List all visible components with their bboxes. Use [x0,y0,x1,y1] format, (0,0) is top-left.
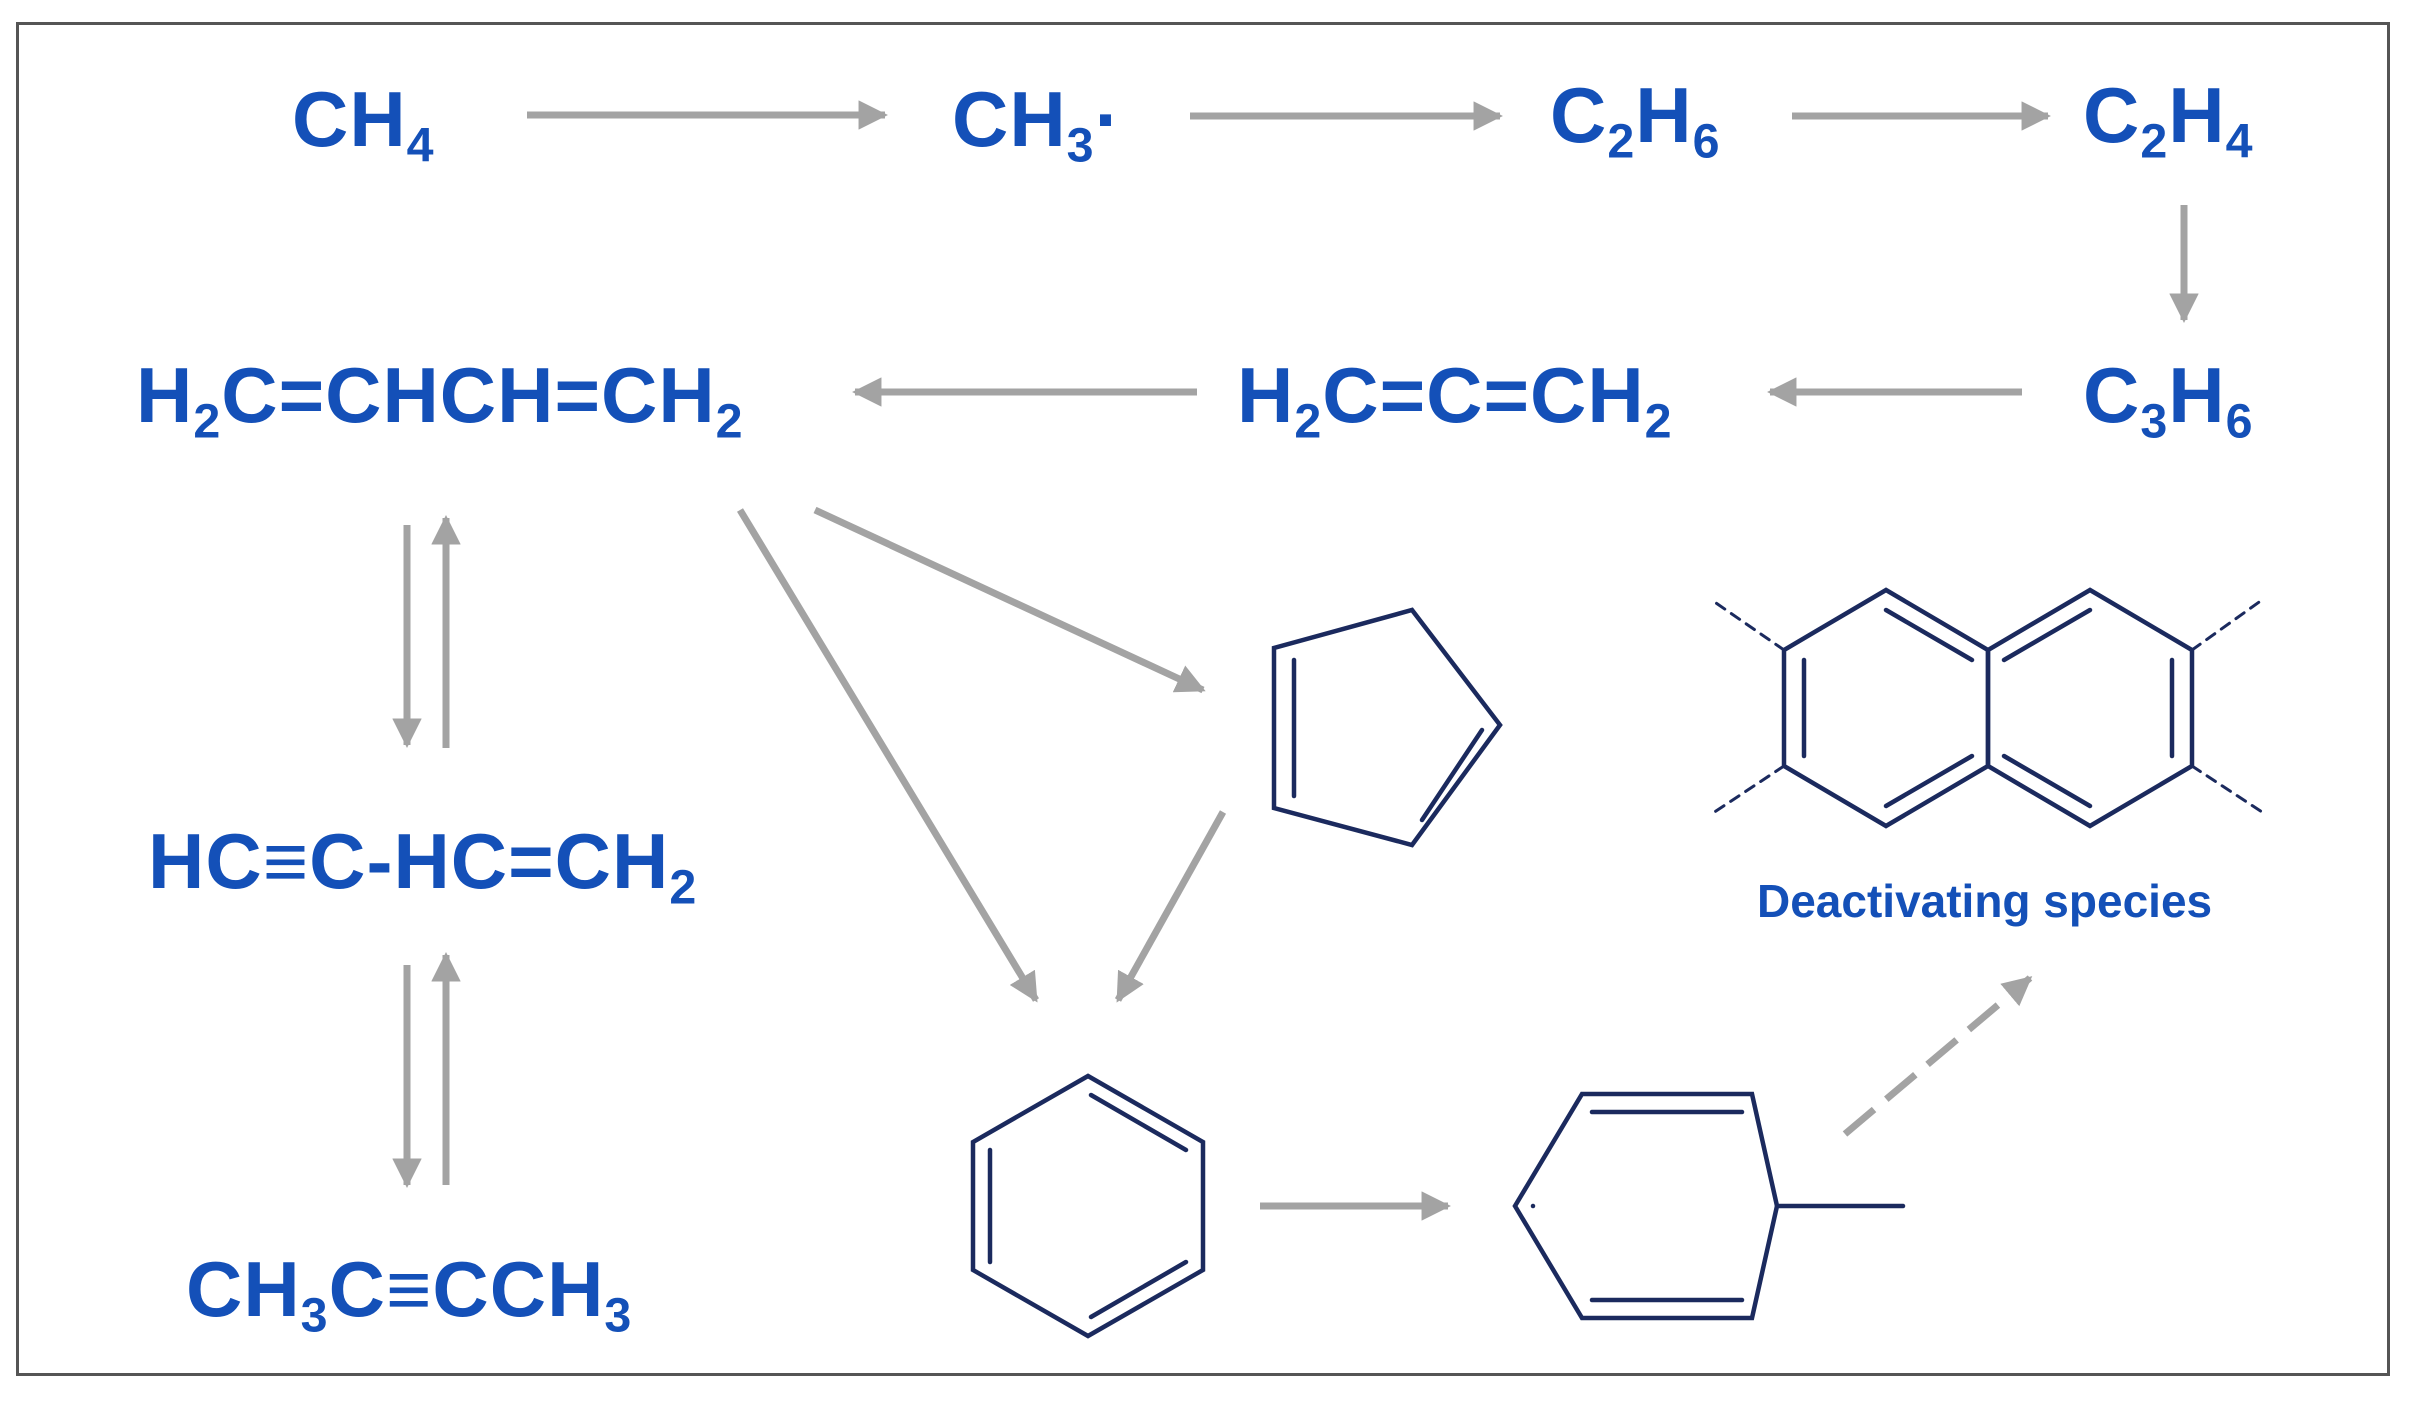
arrow-toluene-to-deactivating [1842,975,2033,1137]
formula-2-butyne: CH3C≡CCH3 [186,1245,633,1343]
formula-ch3-radical: CH3· [952,75,1122,173]
formula-c2h4: C2H4 [2083,71,2254,169]
formula-allene: H2C=C=CH2 [1237,351,1673,449]
benzene-structure [970,1073,1206,1339]
cyclopentadiene-structure [1271,607,1503,848]
naphthalene-structure [1708,587,2264,829]
arrow-butadiene-to-cyclopentadiene [813,506,1206,694]
formula-c2h6: C2H6 [1550,71,1721,169]
formula-c3h6: C3H6 [2083,351,2254,449]
arrow-butadiene-to-benzene [737,508,1039,1003]
formula-ch4: CH4 [292,75,435,173]
arrow-cyclopentadiene-to-benzene [1114,810,1227,1003]
deactivating-species-label: Deactivating species [1757,875,2213,927]
formula-vinylacetylene: HC≡C-HC=CH2 [148,817,698,915]
formula-butadiene: H2C=CHCH=CH2 [136,351,744,449]
toluene-structure [1512,1091,1906,1321]
